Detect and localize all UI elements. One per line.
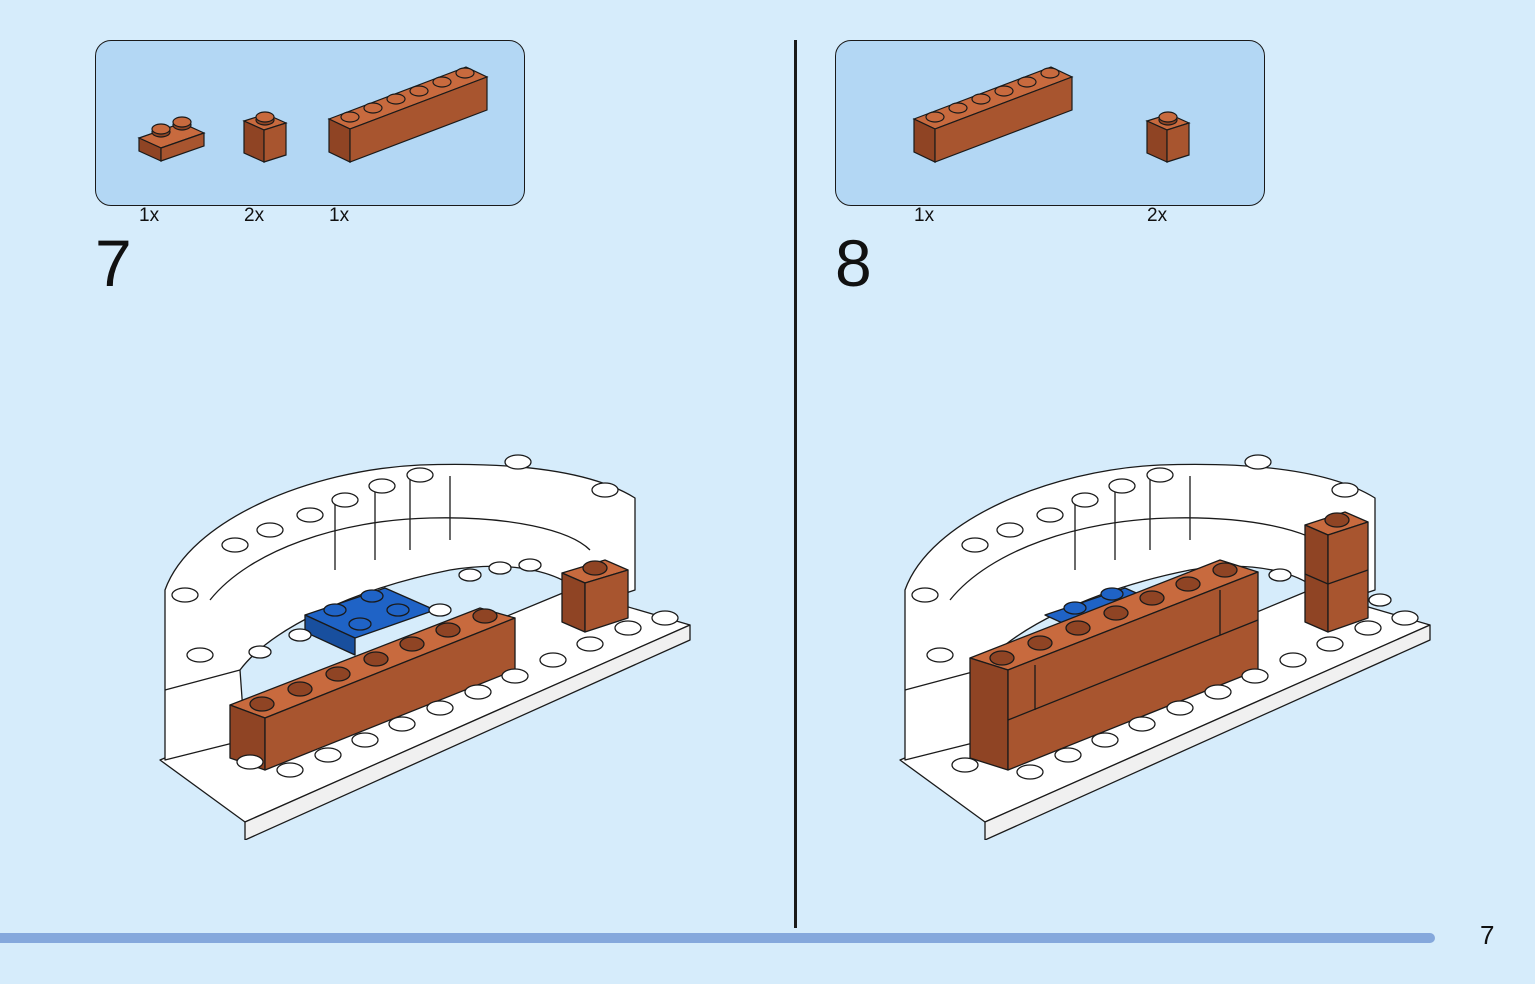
part-quantity: 2x [1147,205,1168,226]
model-illustration-step-7 [159,454,691,840]
parts-illustration [137,66,489,163]
part-quantity: 2x [244,205,265,226]
brick-1x6-icon [912,66,1074,163]
parts-callout-step-8: 1x 2x [835,40,1265,226]
brick-1x1-icon [242,111,288,163]
step-number-7: 7 [95,226,132,300]
brick-1x2-plate-icon [137,116,206,162]
parts-callout-step-7: 1x 2x 1x [95,40,525,226]
step-number-8: 8 [835,226,872,300]
brick-1x1-icon [1145,111,1191,163]
brick-1x6-icon [327,66,489,163]
parts-illustration [912,66,1191,163]
part-quantity: 1x [329,205,350,226]
model-illustration-step-8 [899,454,1431,840]
page-number: 7 [1480,920,1495,950]
part-quantity: 1x [914,205,935,226]
part-quantity: 1x [139,205,160,226]
step-divider [794,40,797,928]
progress-bar [0,933,1435,943]
